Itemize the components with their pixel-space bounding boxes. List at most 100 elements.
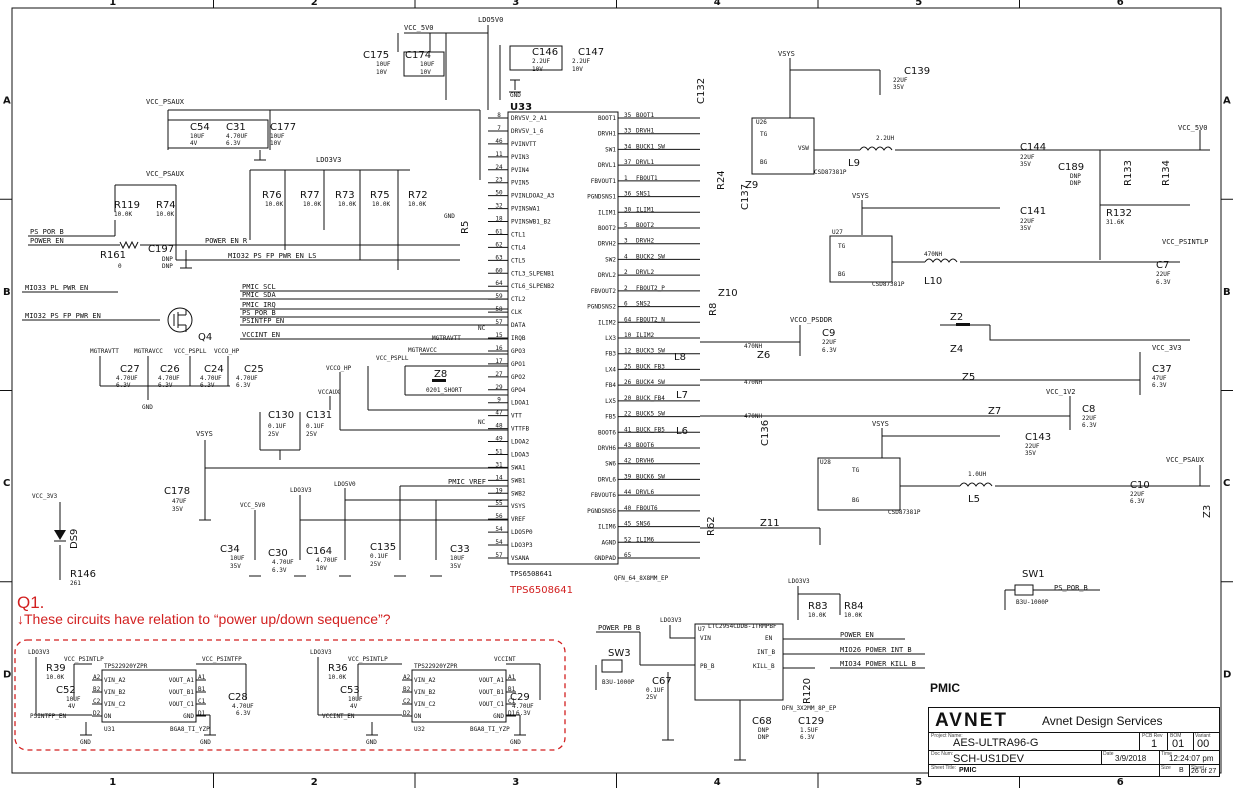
cap-value: 4.70UF (116, 375, 138, 382)
u33-pin-number: 39 (624, 473, 632, 480)
pin-name: INT_B (757, 649, 775, 656)
cap-voltage: 6.3V (236, 710, 251, 717)
zero-ohm-ref: Z4 (950, 344, 963, 355)
rail-label: LDO3V3 (788, 578, 810, 585)
u33-pin-number: 54 (495, 539, 503, 546)
u33-pin-number: 58 (495, 306, 503, 313)
power-enable-circuit: VCC_PSAUX R119 10.0K R74 10.0K PS_POR_B … (22, 170, 460, 343)
nc-label: NC (478, 419, 486, 426)
cap-value: 0.1UF (646, 687, 664, 694)
rail-label: VCC_1V2 (1046, 388, 1076, 396)
rail-label: VCC_5V0 (240, 502, 266, 509)
inductor-value: 470NH (744, 343, 762, 350)
switch-pin-number: D2 (403, 710, 411, 717)
resistor-value: 10.0K (372, 201, 390, 208)
net-label: POWER_EN_R (205, 237, 248, 245)
u33-pin-name: FB3 (605, 351, 616, 358)
u33-pin-name: GPO4 (511, 387, 526, 394)
cap-value: 22UF (822, 339, 837, 346)
cap-voltage: 35V (172, 506, 183, 513)
resistor-ref: R24 (716, 170, 727, 190)
u33-pin-number: 24 (495, 164, 503, 171)
resistor-value: 10.0K (844, 612, 862, 619)
switch-pin-number: B2 (93, 686, 101, 693)
rail-label: LDO3V3 (28, 649, 50, 656)
net-label: POWER_EN (840, 631, 874, 639)
fet-part: CSD87381P (872, 281, 905, 288)
u33-net-label: FBOUT2_P (636, 285, 665, 292)
u33-pin-number: 50 (495, 190, 503, 197)
u33-pin-number: 65 (624, 552, 632, 559)
u33-pin-number: 61 (495, 228, 503, 235)
u33-pin-number: 37 (624, 159, 632, 166)
switch-ref: SW1 (1022, 569, 1045, 580)
cap-value: 10UF (270, 133, 285, 140)
u33-net-label: SNS6 (636, 521, 651, 528)
resistor-ref: R161 (100, 250, 126, 261)
u33-pin-number: 47 (495, 410, 503, 417)
cap-value: 10UF (376, 61, 391, 68)
resistor-ref: R120 (802, 678, 813, 704)
switch-pin-name: GND (183, 713, 194, 720)
cap-value: 4.70UF (512, 703, 534, 710)
ldo-outputs: MGTRAVCC MGTRAVTT VCC_PSPLL VCCO_HP Z8 0… (164, 335, 508, 577)
u33-pin-number: 14 (495, 474, 503, 481)
cap-voltage: 6.3V (1152, 382, 1167, 389)
svg-text:TG: TG (760, 131, 768, 138)
u33-pin-name: FBVOUT1 (591, 178, 617, 185)
inductor-ref: L6 (676, 426, 688, 437)
ctl-pullups: LDO3V3 R76 10.0K R77 10.0K R73 10.0K R75… (249, 156, 471, 270)
switch-pin-number: C1 (198, 698, 206, 705)
switch-pin-name: VOUT_C1 (479, 701, 505, 708)
u33-pin-number: 46 (495, 138, 503, 145)
cap-ref: C131 (306, 410, 332, 421)
cap-voltage: 10V (532, 66, 543, 73)
ic-package: QFN_64_8X8MM_EP (614, 575, 669, 582)
u33-pin-name: VREF (511, 516, 526, 523)
cap-voltage: 6.3V (226, 140, 241, 147)
rail-label: VCC_3V3 (1152, 344, 1182, 352)
highlight-region (14, 639, 566, 751)
cap-ref: C37 (1152, 364, 1172, 375)
section-title: PMIC (930, 681, 960, 695)
u33-pin-number: 8 (497, 112, 501, 119)
cap-voltage: 10V (376, 69, 387, 76)
fet-part: CSD87381P (814, 169, 847, 176)
u33-net-label: ILIM6 (636, 536, 654, 543)
u33-pin-number: 51 (495, 448, 503, 455)
rail-label: PMIC_VREF (448, 478, 486, 486)
net-label: POWER_EN (30, 237, 64, 245)
cap-ref: C146 (532, 47, 558, 58)
cap-voltage: 10V (270, 140, 281, 147)
grid-column-label: 5 (915, 777, 922, 788)
resistor-ref: R36 (328, 663, 348, 674)
u33-pin-name: DRVL1 (598, 162, 616, 169)
svg-text:GND: GND (200, 739, 211, 746)
u33-pin-number: 36 (624, 191, 632, 198)
u33-pin-number: 30 (624, 206, 632, 213)
avnet-logo: AVNET (935, 710, 1008, 731)
u33-pin-number: 40 (624, 505, 632, 512)
cap-value: 22UF (1156, 271, 1171, 278)
doc-num-label: Doc Num: (931, 751, 954, 757)
cap-ref: C29 (510, 692, 530, 703)
net-label: PSINTFP_EN (242, 317, 284, 325)
svg-text:BG: BG (852, 497, 860, 504)
inductor-ref: L7 (676, 390, 688, 401)
inductor-value: 2.2UH (876, 135, 894, 142)
u33-pin-name: PGNDSNS6 (587, 508, 616, 515)
u33-pin-number: 16 (495, 345, 503, 352)
resistor-value: 10.0K (328, 674, 346, 681)
u33-pin-name: CTL4 (511, 244, 526, 251)
cap-value: 22UF (1130, 491, 1145, 498)
sheet-title: PMIC (959, 767, 977, 774)
cap-ref: C137 (740, 184, 751, 210)
rail-label: VCCO_PSDDR (790, 316, 833, 324)
u33-pin-number: 41 (624, 426, 632, 433)
u33-pin-number: 45 (624, 521, 632, 528)
ic-part: LTC2954CDDB-1TRMPBF (708, 623, 777, 630)
cap-ref: C178 (164, 486, 190, 497)
switch-pin-number: B2 (403, 686, 411, 693)
switch-pin-number: B1 (198, 686, 206, 693)
u33-pin-name: SW6 (605, 461, 616, 468)
